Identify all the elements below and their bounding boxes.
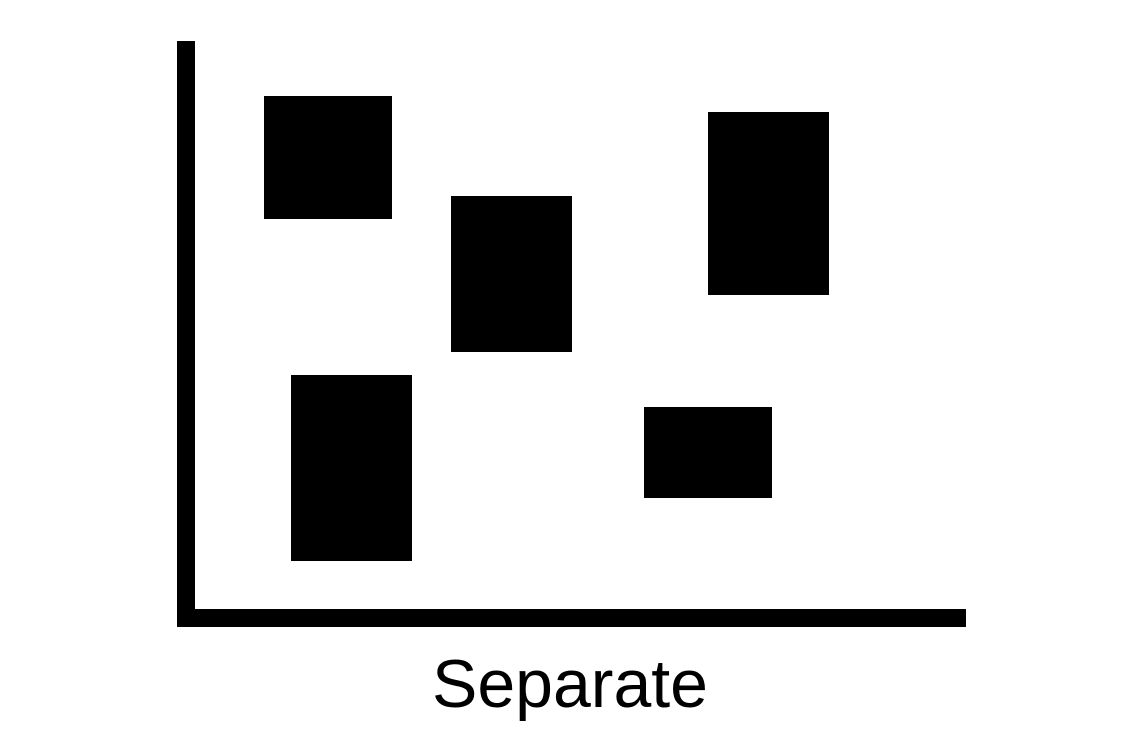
horizontal-axis: [177, 609, 966, 627]
block-5: [644, 407, 772, 498]
block-1: [264, 96, 392, 219]
block-2: [451, 196, 572, 352]
diagram-caption: Separate: [432, 646, 708, 722]
vertical-axis: [177, 41, 195, 627]
block-3: [708, 112, 829, 295]
block-4: [291, 375, 412, 561]
